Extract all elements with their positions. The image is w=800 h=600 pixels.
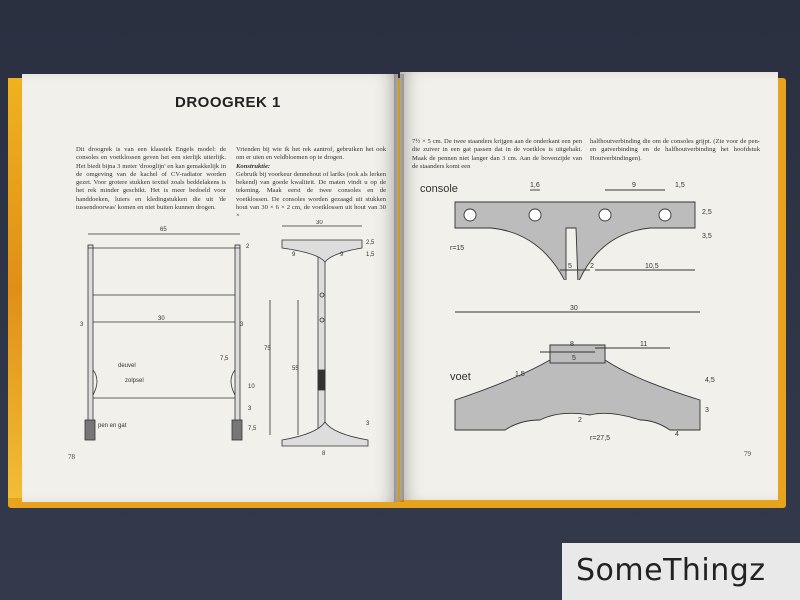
dim-label: 9	[292, 252, 296, 258]
dim-label: 1,5	[515, 371, 525, 378]
column-b-body: Gebruik bij voorkeur dennehout of lariks…	[236, 170, 386, 220]
dim-label: 3	[80, 322, 84, 328]
dim-label: 2,5	[366, 240, 375, 246]
dim-label: 1,5	[366, 252, 375, 258]
dim-label: 5	[568, 263, 572, 270]
voet-label: voet	[450, 371, 471, 383]
dim-label: 65	[160, 227, 167, 233]
page-number-right: 79	[744, 450, 751, 458]
left-text-column-a: Dit droogrek is van een klassiek Engels …	[76, 146, 226, 212]
radius-label: r=27,5	[590, 435, 610, 442]
left-text-column-b: Vrienden bij wie ik het rek aantrof, geb…	[236, 146, 386, 221]
column-b-heading: Konstruktie:	[236, 162, 271, 170]
dim-label: 11	[640, 341, 647, 348]
dim-label: 4,5	[705, 377, 715, 384]
dim-label: 9	[340, 252, 344, 258]
right-text-column-d: halfhoutverbinding die om de consoles gr…	[590, 138, 760, 162]
right-text-column-c: 7½ × 5 cm. De twee staanders krijgen aan…	[412, 138, 582, 170]
dim-label: 7,5	[248, 426, 257, 432]
dim-label: 3	[248, 406, 252, 412]
dim-label: 2,5	[702, 209, 712, 216]
dim-label: 10	[248, 384, 255, 390]
book-spine	[394, 74, 404, 502]
console-drawing: console 1,6 9 1,5 2,5 3,5 5 2 10,5 r=15	[420, 182, 712, 280]
watermark-box: SomeThingz	[562, 543, 800, 600]
dim-label: 2	[246, 244, 250, 250]
dim-label: 3	[705, 407, 709, 414]
dim-label: 8	[322, 451, 326, 457]
dim-label: 75	[264, 346, 271, 352]
dim-label: 30	[570, 305, 578, 312]
column-b-intro: Vrienden bij wie ik het rek aantrof, geb…	[236, 146, 386, 162]
dim-label: 5	[572, 355, 576, 362]
dim-label: pen en gat	[98, 423, 127, 429]
book-cover-edge	[8, 78, 22, 498]
dim-label: 30	[158, 316, 165, 322]
rack-technical-drawing: 65 2 3 30 3 deuvel zolpsel pen en gat 7,…	[80, 220, 375, 457]
dim-label: 1,6	[530, 182, 540, 189]
dim-label: 2	[578, 417, 582, 424]
dim-label: 4	[675, 431, 679, 438]
dim-label: 1,5	[675, 182, 685, 189]
dim-label: 9	[632, 182, 636, 189]
voet-drawing: voet 30 8 11 5 1,5 4,5 3 2 4 r=27,5	[450, 305, 715, 442]
radius-label: r=15	[450, 245, 464, 252]
dim-label: 55	[292, 366, 299, 372]
dim-label: 8	[570, 341, 574, 348]
console-label: console	[420, 183, 458, 195]
dim-label: zolpsel	[125, 378, 144, 384]
dim-label: 2	[590, 263, 594, 270]
dim-label: 3	[366, 421, 370, 427]
dim-label: 7,5	[220, 356, 229, 362]
dim-label: 3,5	[702, 233, 712, 240]
watermark-text: SomeThingz	[576, 553, 766, 588]
page-number-left: 78	[68, 453, 75, 461]
chapter-title: DROOGREK 1	[175, 94, 281, 111]
dim-label: 10,5	[645, 263, 659, 270]
dim-label: 30	[316, 220, 323, 226]
dim-label: 3	[240, 322, 244, 328]
dim-label: deuvel	[118, 363, 136, 369]
